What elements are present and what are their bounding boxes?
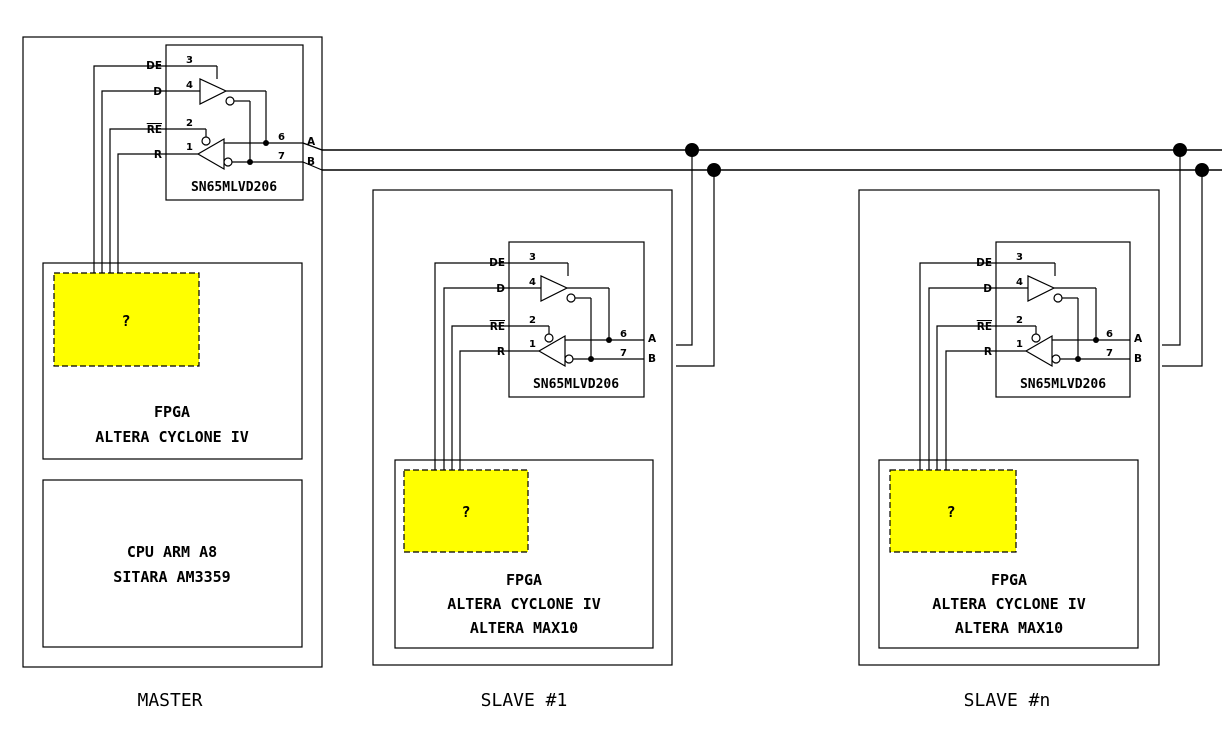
master-label: MASTER	[137, 690, 202, 711]
pin-number-7: 7	[620, 348, 627, 359]
slave1-fpga-label-line1: FPGA	[506, 571, 542, 589]
pin-number-1: 1	[186, 142, 193, 153]
pin-number-3: 3	[186, 55, 193, 66]
pin-number-1: 1	[529, 339, 536, 350]
receiver-gate	[196, 137, 225, 171]
master-fpga-label-line2: ALTERA CYCLONE IV	[95, 428, 249, 446]
pin-label-a: A	[307, 136, 316, 148]
pin-number-1: 1	[1016, 339, 1023, 350]
pin-label-d: D	[153, 86, 162, 98]
pin-label-re: RE	[147, 124, 162, 136]
master-cpu-block	[42, 479, 303, 648]
slave1-bus-junction-b	[707, 163, 721, 177]
driver-gate	[199, 78, 228, 105]
pin-number-3: 3	[529, 252, 536, 263]
pin-label-r: R	[984, 346, 992, 358]
slave1-bus-junction-a	[685, 143, 699, 157]
slaven-bus-junction-b	[1195, 163, 1209, 177]
master-placeholder-block	[53, 272, 200, 367]
slaven-fpga-label-line3: ALTERA MAX10	[955, 619, 1063, 637]
pin-number-4: 4	[186, 80, 193, 91]
master-fpga-label-line1: FPGA	[154, 403, 190, 421]
slaven-node: ? FPGA ALTERA CYCLONE IV ALTERA MAX10 SL…	[858, 143, 1209, 711]
pin-label-b: B	[1134, 353, 1142, 365]
slaven-transceiver: DE D RE R 3 4 2 1 6 7 A B SN65MLVD206	[976, 241, 1143, 398]
pin-label-d: D	[983, 283, 992, 295]
slave1-fpga-label-line2: ALTERA CYCLONE IV	[447, 595, 601, 613]
slaven-bus-junction-a	[1173, 143, 1187, 157]
slave1-fpga-label-line3: ALTERA MAX10	[470, 619, 578, 637]
pin-number-2: 2	[529, 315, 536, 326]
master-placeholder-label: ?	[121, 312, 130, 330]
pin-number-6: 6	[620, 329, 627, 340]
pin-number-7: 7	[1106, 348, 1113, 359]
pin-label-r: R	[154, 149, 162, 161]
pin-label-d: D	[496, 283, 505, 295]
pin-number-2: 2	[1016, 315, 1023, 326]
master-cpu-label-line2: SITARA AM3359	[113, 568, 230, 586]
slaven-placeholder-label: ?	[946, 503, 955, 521]
master-cpu-label-line1: CPU ARM A8	[127, 543, 217, 561]
transceiver-part-label: SN65MLVD206	[533, 377, 619, 392]
transceiver-part-label: SN65MLVD206	[191, 180, 277, 195]
slaven-fpga-label-line1: FPGA	[991, 571, 1027, 589]
pin-number-6: 6	[1106, 329, 1113, 340]
slaven-fpga-label-line2: ALTERA CYCLONE IV	[932, 595, 1086, 613]
master-transceiver: DE D RE R 3 4 2 1 6 7 A B SN65MLVD206	[146, 44, 316, 201]
slave1-placeholder-block	[403, 469, 529, 553]
transceiver-part-label: SN65MLVD206	[1020, 377, 1106, 392]
pin-label-re: RE	[490, 321, 505, 333]
pin-label-b: B	[648, 353, 656, 365]
pin-number-7: 7	[278, 151, 285, 162]
pin-number-6: 6	[278, 132, 285, 143]
pin-number-4: 4	[529, 277, 536, 288]
pin-label-r: R	[497, 346, 505, 358]
transceiver-box	[995, 241, 1131, 398]
pin-number-2: 2	[186, 118, 193, 129]
slave1-node: ? FPGA ALTERA CYCLONE IV ALTERA MAX10 SL…	[372, 143, 721, 711]
pin-number-4: 4	[1016, 277, 1023, 288]
slave1-label: SLAVE #1	[481, 690, 568, 711]
slave1-transceiver: DE D RE R 3 4 2 1 6 7 A B SN65MLVD206	[489, 241, 657, 398]
slaven-placeholder-block	[889, 469, 1017, 553]
pin-label-a: A	[1134, 333, 1143, 345]
slaven-label: SLAVE #n	[964, 690, 1051, 711]
slave1-placeholder-label: ?	[461, 503, 470, 521]
pin-label-a: A	[648, 333, 657, 345]
pin-label-b: B	[307, 156, 315, 168]
transceiver-box	[508, 241, 645, 398]
pin-number-3: 3	[1016, 252, 1023, 263]
transceiver-box	[165, 44, 304, 201]
master-node: ? FPGA ALTERA CYCLONE IV CPU ARM A8 SITA…	[22, 36, 323, 711]
pin-label-re: RE	[977, 321, 992, 333]
